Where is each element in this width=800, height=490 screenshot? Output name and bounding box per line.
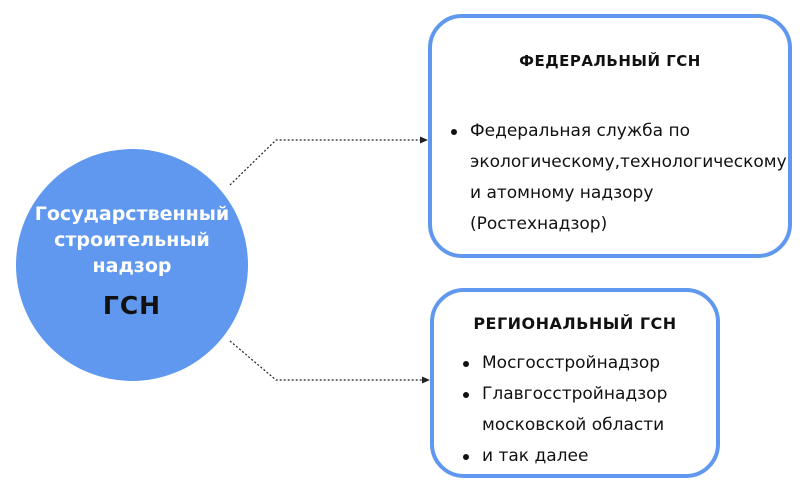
arrowhead-regional bbox=[422, 376, 430, 384]
list-item: и так далее bbox=[460, 441, 712, 472]
federal-gsn-title: ФЕДЕРАЛЬНЫЙ ГСН bbox=[519, 52, 701, 70]
center-circle-gsn: Государственный строительный надзор ГСН bbox=[16, 149, 248, 381]
connector-to-regional bbox=[229, 340, 426, 381]
list-item: Федеральная служба по экологическому,тех… bbox=[448, 116, 787, 240]
federal-gsn-box: ФЕДЕРАЛЬНЫЙ ГСН Федеральная служба по эк… bbox=[428, 14, 792, 258]
center-abbreviation: ГСН bbox=[102, 291, 162, 320]
federal-gsn-list: Федеральная служба по экологическому,тех… bbox=[448, 116, 787, 240]
regional-gsn-list: Мосгосстройнадзор Главгосстройнадзор мос… bbox=[460, 348, 712, 472]
list-item: Мосгосстройнадзор bbox=[460, 348, 712, 379]
center-title-line: строительный bbox=[54, 229, 210, 251]
center-title: Государственный строительный надзор bbox=[16, 201, 248, 279]
arrowhead-federal bbox=[420, 136, 428, 144]
center-title-line: надзор bbox=[92, 255, 172, 277]
regional-gsn-title: РЕГИОНАЛЬНЫЙ ГСН bbox=[473, 314, 677, 333]
regional-gsn-box: РЕГИОНАЛЬНЫЙ ГСН Мосгосстройнадзор Главг… bbox=[430, 288, 720, 478]
connector-to-federal bbox=[229, 139, 424, 186]
center-title-line: Государственный bbox=[34, 203, 230, 225]
list-item: Главгосстройнадзор московской области bbox=[460, 379, 712, 441]
